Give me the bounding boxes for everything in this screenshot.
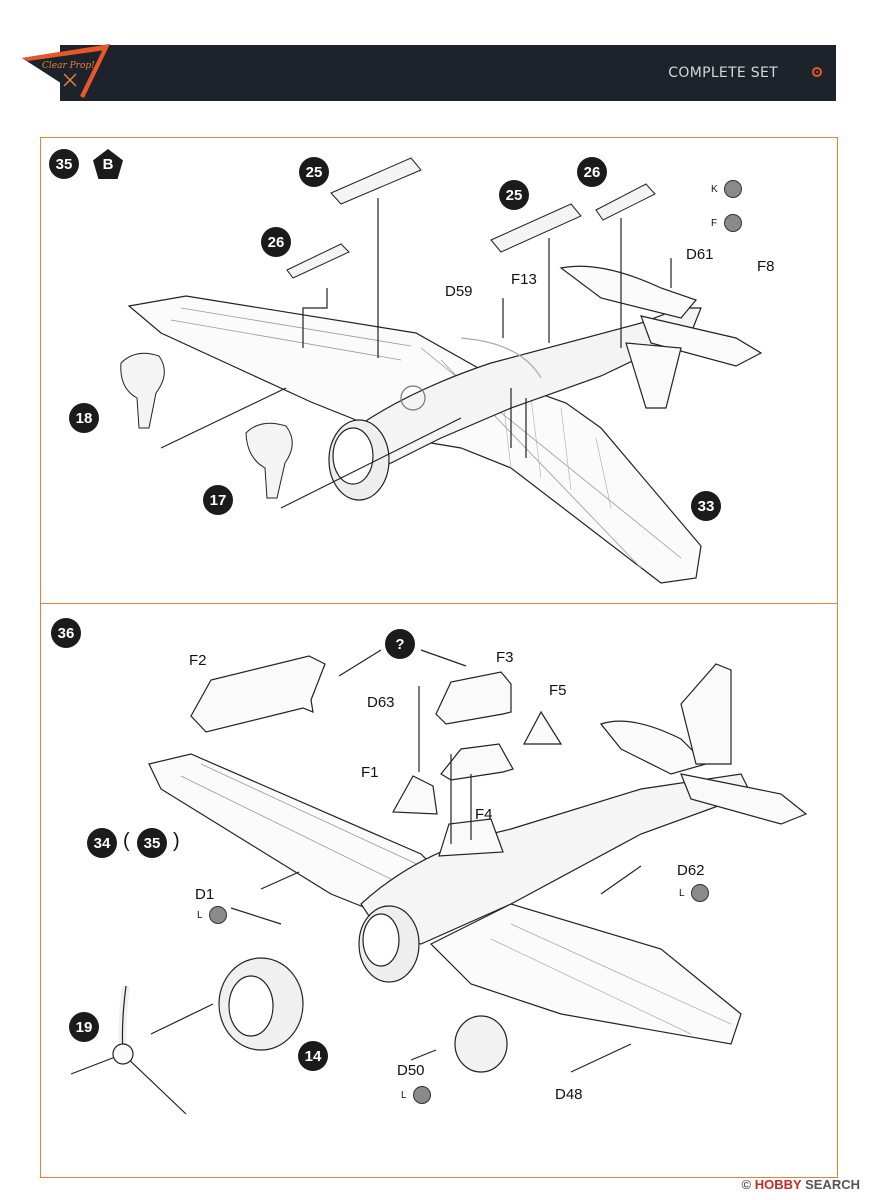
label-d1: D1 xyxy=(195,886,215,903)
logo-text: Clear Prop! xyxy=(42,61,95,71)
label-d63: D63 xyxy=(367,694,395,711)
paint-l-icon xyxy=(413,1086,431,1104)
callout-25: 25 xyxy=(499,180,529,210)
callout-34: 34 xyxy=(87,828,117,858)
callout-35: 35 xyxy=(137,828,167,858)
callout-25: 25 xyxy=(299,157,329,187)
label-l: L xyxy=(679,888,685,899)
watermark-prefix: © xyxy=(741,1177,752,1192)
step-36-panel: 36 ? 34 ( 35 ) 19 14 F2 F3 D63 F5 F1 F4 … xyxy=(40,604,838,1178)
step-35-drawing xyxy=(120,157,763,584)
label-f: F xyxy=(711,218,718,229)
label-f4: F4 xyxy=(475,806,493,823)
label-l: L xyxy=(197,910,203,921)
step-35-panel: 35 B 25 25 26 26 18 17 33 D59 F13 D61 F8… xyxy=(40,137,838,604)
label-d59: D59 xyxy=(445,283,473,300)
label-d50: D50 xyxy=(397,1062,425,1079)
callout-17: 17 xyxy=(203,485,233,515)
step-number: 35 xyxy=(49,149,79,179)
callout-19: 19 xyxy=(69,1012,99,1042)
watermark-suffix: SEARCH xyxy=(805,1177,860,1192)
label-f8: F8 xyxy=(757,258,775,275)
label-f2: F2 xyxy=(189,652,207,669)
callout-26: 26 xyxy=(577,157,607,187)
callout-33: 33 xyxy=(691,491,721,521)
label-d48: D48 xyxy=(555,1086,583,1103)
target-icon xyxy=(812,67,822,77)
paren-close: ) xyxy=(173,830,180,852)
paint-f-icon xyxy=(724,214,742,232)
watermark: © HOBBY SEARCH xyxy=(742,1177,860,1192)
unknown-part-callout: ? xyxy=(385,629,415,659)
paint-l-icon xyxy=(691,884,709,902)
watermark-brand: HOBBY xyxy=(754,1177,802,1192)
callout-26: 26 xyxy=(261,227,291,257)
label-f13: F13 xyxy=(511,271,537,288)
callout-14: 14 xyxy=(298,1041,328,1071)
label-d62: D62 xyxy=(677,862,705,879)
paint-l-icon xyxy=(209,906,227,924)
header-title: COMPLETE SET xyxy=(668,65,778,81)
label-f1: F1 xyxy=(361,764,379,781)
label-d61: D61 xyxy=(686,246,714,263)
step-36-drawing xyxy=(70,649,808,1115)
step-number: 36 xyxy=(51,618,81,648)
label-f5: F5 xyxy=(549,682,567,699)
label-l: L xyxy=(401,1090,407,1101)
paren-open: ( xyxy=(123,830,130,852)
label-k: K xyxy=(711,184,718,195)
paint-k-icon xyxy=(724,180,742,198)
brand-logo: Clear Prop! xyxy=(14,34,124,106)
header-bar: COMPLETE SET xyxy=(60,45,836,101)
label-f3: F3 xyxy=(496,649,514,666)
callout-18: 18 xyxy=(69,403,99,433)
